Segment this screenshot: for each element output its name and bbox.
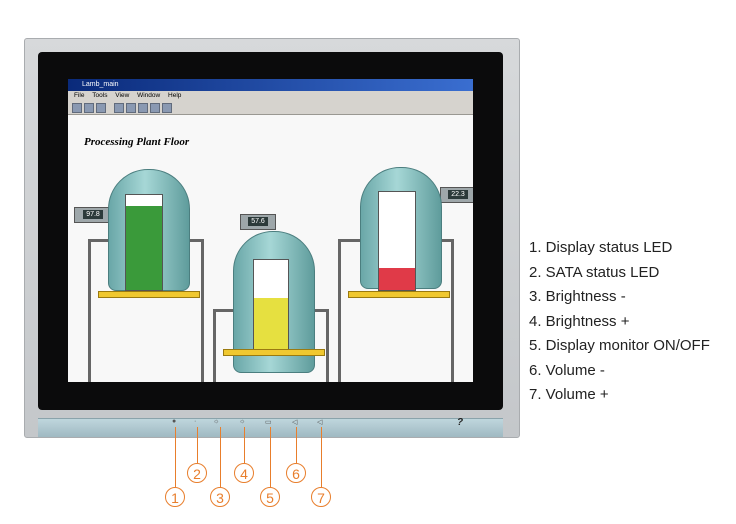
display-status-led: ● <box>172 418 177 425</box>
legend-item-5: 5. Display monitor ON/OFF <box>529 337 710 354</box>
tank2-walkway <box>223 349 325 356</box>
help-icon[interactable] <box>162 102 172 113</box>
tank1-walkway <box>98 291 200 298</box>
tank2-level <box>254 297 288 350</box>
menu-bar: File Tools View Window Help <box>68 91 473 101</box>
tank3-walkway <box>348 291 450 298</box>
legend-item-2: 2. SATA status LED <box>529 263 660 281</box>
legend: 1. Display status LED 2. SATA status LED… <box>529 238 710 410</box>
tank2-gauge <box>253 259 289 351</box>
callout-6: 6 <box>286 463 306 483</box>
volume-down-button[interactable]: ◁ <box>292 419 298 426</box>
leader-5 <box>270 427 271 487</box>
callout-5: 5 <box>260 487 280 507</box>
cut-icon[interactable] <box>114 102 124 113</box>
save-icon[interactable] <box>96 102 106 113</box>
tank1-readout: 97.8 <box>74 207 112 223</box>
new-icon[interactable] <box>72 102 82 113</box>
menu-view[interactable]: View <box>115 92 130 99</box>
callout-4: 4 <box>234 463 254 483</box>
tank3-readout: 22.3 <box>440 187 473 203</box>
menu-tools[interactable]: Tools <box>92 92 108 99</box>
menu-window[interactable]: Window <box>137 92 161 99</box>
brand-logo: ? <box>456 417 464 428</box>
window-titlebar: Lamb_main <box>68 79 473 91</box>
hmi-screen: Lamb_main File Tools View Window Help Pr… <box>68 79 473 382</box>
legend-item-4: 4. Brightness + <box>529 312 630 330</box>
legend-item-1: 1. Display status LED <box>529 239 673 256</box>
leader-7 <box>321 427 322 487</box>
monitor-power-button[interactable]: ▭ <box>265 419 272 426</box>
print-icon[interactable] <box>150 102 160 113</box>
leader-1 <box>175 427 176 487</box>
legend-item-3: 3. Brightness - <box>529 288 626 305</box>
paste-icon[interactable] <box>138 102 148 113</box>
leader-4 <box>244 427 245 463</box>
legend-item-7: 7. Volume + <box>529 386 609 403</box>
legend-item-6: 6. Volume - <box>529 361 605 379</box>
tank2-readout: 57.6 <box>240 214 276 230</box>
tank1-gauge <box>125 194 163 291</box>
callout-3: 3 <box>210 487 230 507</box>
menu-help[interactable]: Help <box>168 92 182 99</box>
brightness-up-button[interactable]: ☼ <box>239 418 246 425</box>
tank3-gauge <box>378 191 416 291</box>
copy-icon[interactable] <box>126 102 136 113</box>
volume-up-button[interactable]: ◁ <box>317 419 323 426</box>
plant-title: Processing Plant Floor <box>84 136 190 148</box>
sata-status-led: · <box>194 418 197 425</box>
leader-3 <box>220 427 221 487</box>
brightness-down-button[interactable]: ☼ <box>213 418 220 425</box>
open-icon[interactable] <box>84 102 94 113</box>
leader-2 <box>197 427 198 463</box>
callout-7: 7 <box>311 487 331 507</box>
leader-6 <box>296 427 297 463</box>
menu-file[interactable]: File <box>74 92 85 99</box>
callout-1: 1 <box>165 487 185 507</box>
callout-2: 2 <box>187 463 207 483</box>
toolbar <box>68 101 473 115</box>
tank1-level <box>126 206 162 290</box>
tank3-level <box>379 268 415 290</box>
